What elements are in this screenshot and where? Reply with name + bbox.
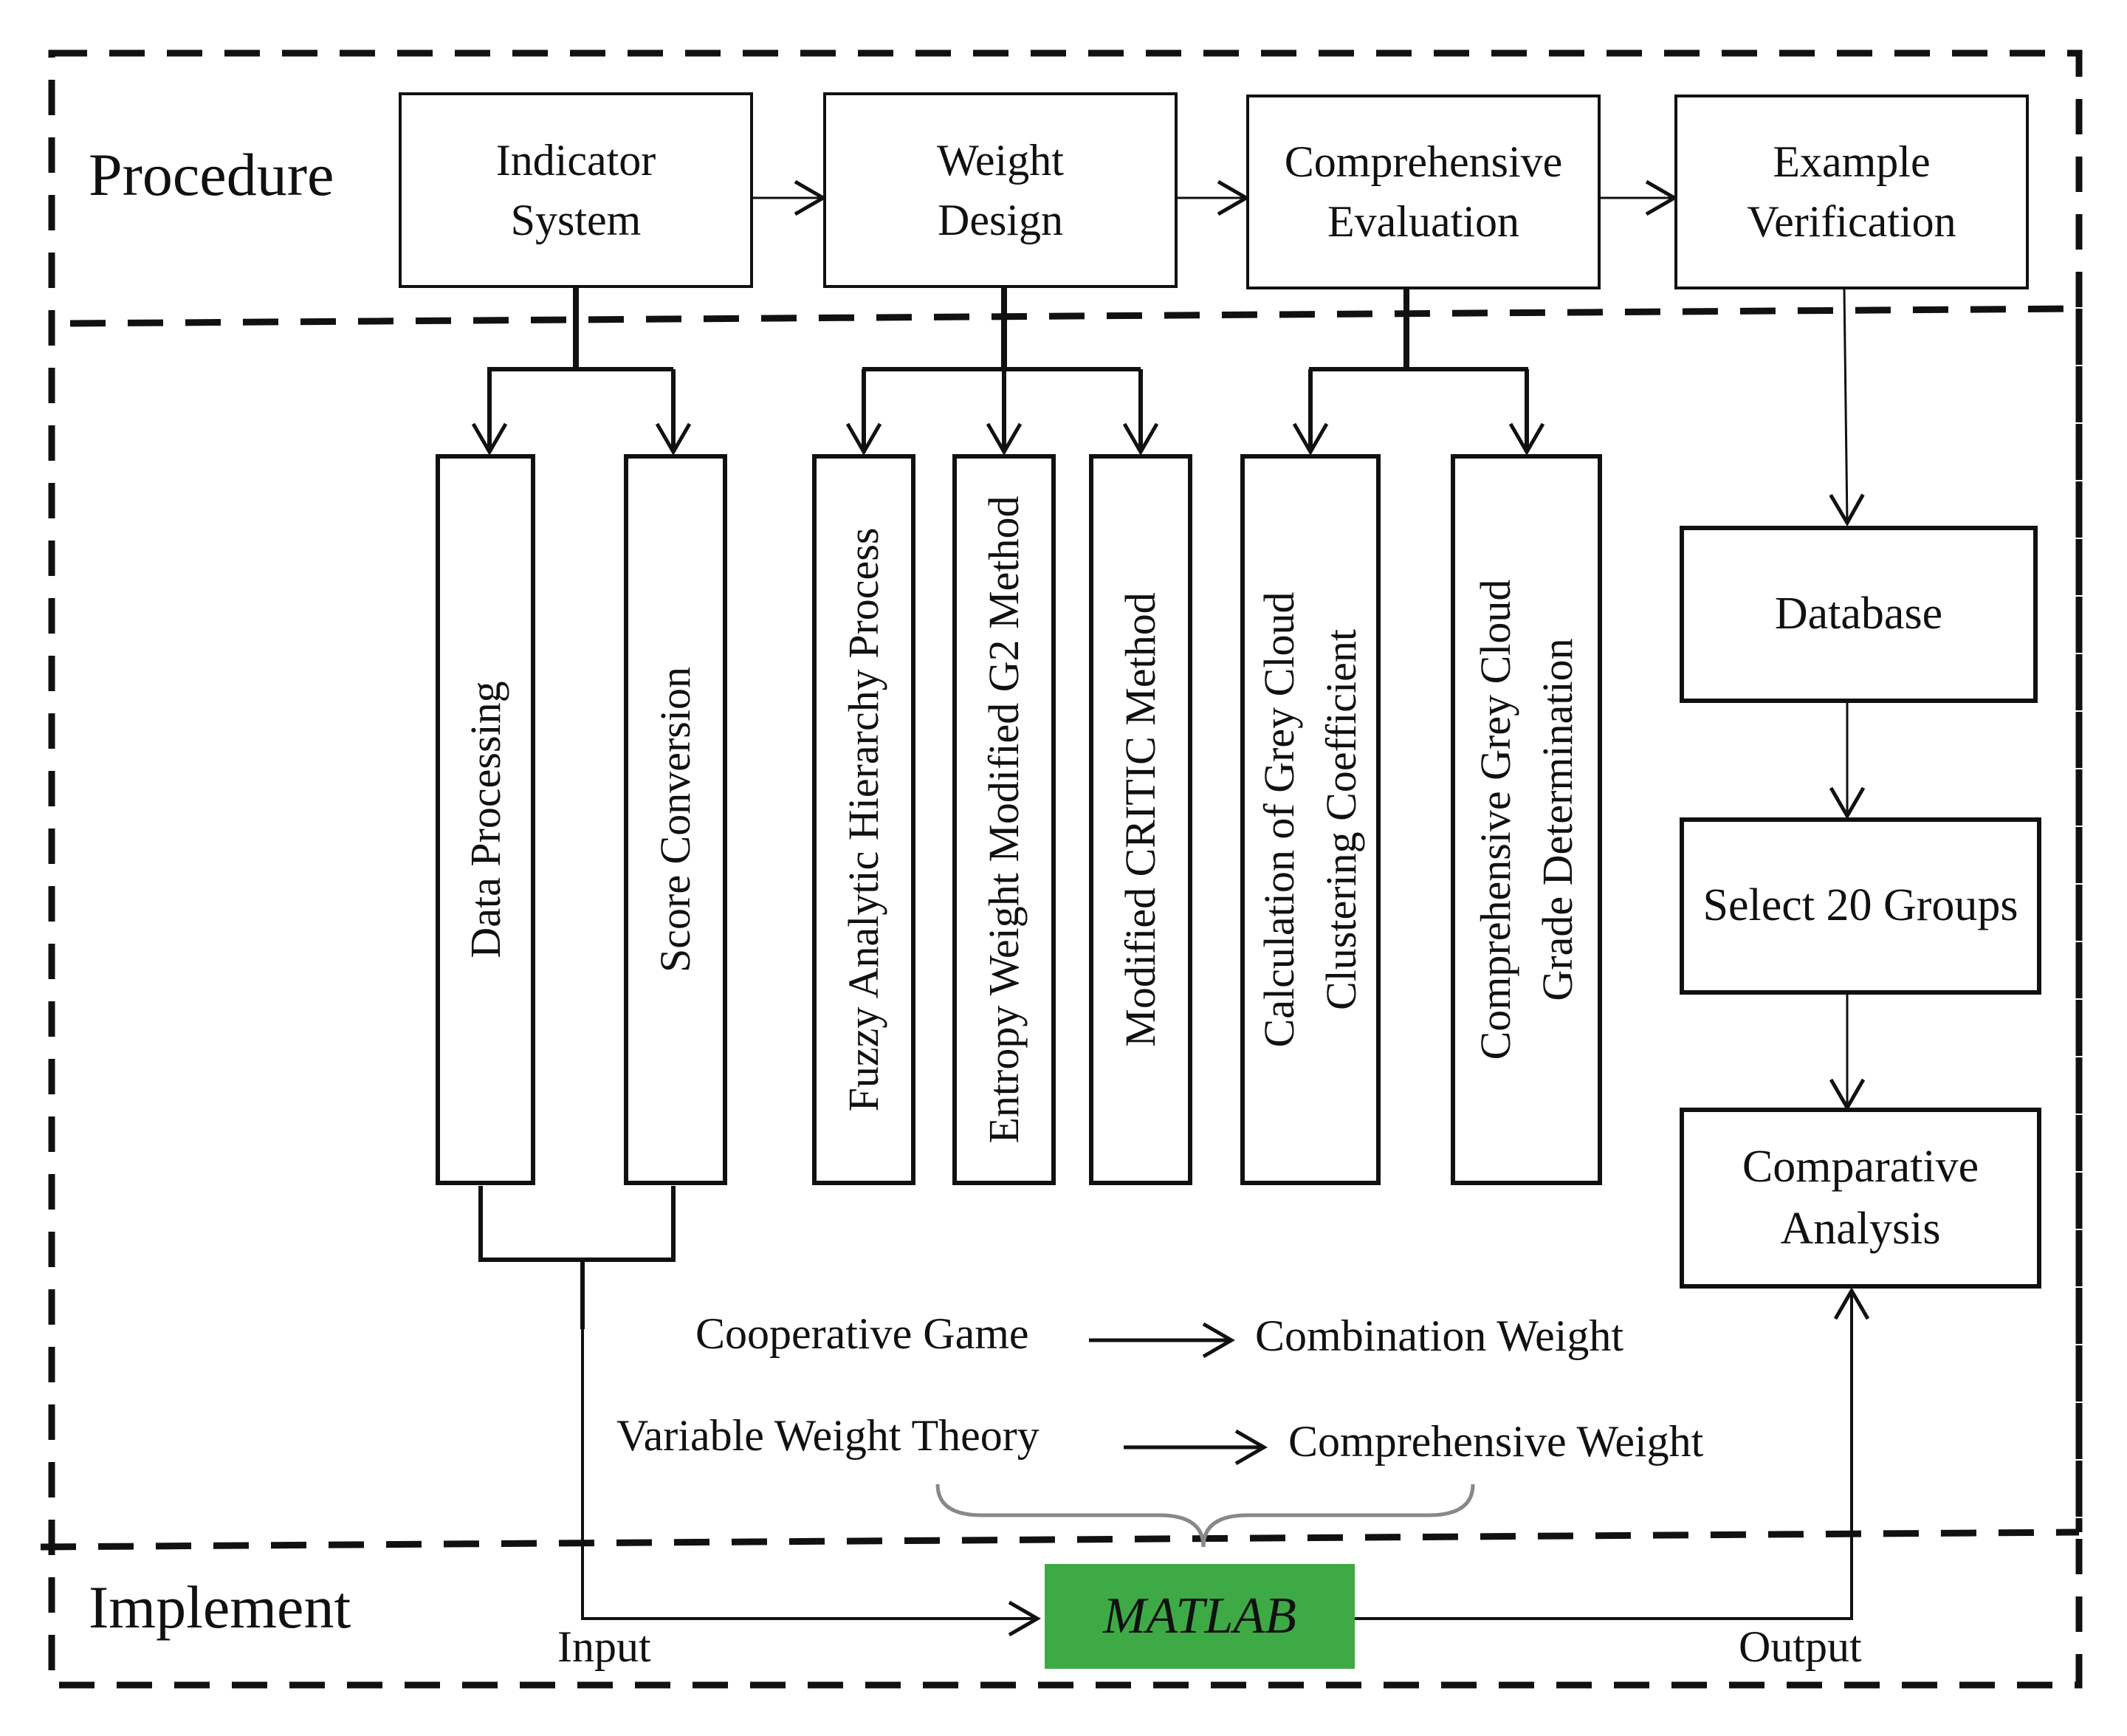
verification-label: Database	[1774, 589, 1943, 639]
input-arrow	[581, 1329, 1041, 1637]
box-comparative-analysis: Comparative Analysis	[1680, 1108, 2041, 1289]
procedure-separator	[69, 305, 2080, 327]
method-label: Modified CRITIC Method	[1116, 592, 1164, 1047]
implement-label: Implement	[89, 1574, 351, 1641]
method-entropy-g2: Entropy Weight Modified G2 Method	[952, 454, 1056, 1185]
cooperative-game-label: Cooperative Game	[695, 1309, 1029, 1358]
output-arrow	[1355, 1287, 1870, 1620]
step-label: Weight Design	[937, 135, 1064, 244]
method-label: Data Processing	[461, 681, 509, 958]
step-label: Example Verification	[1747, 137, 1956, 246]
step-example-verification: Example Verification	[1674, 95, 2029, 289]
arrow-to-database	[1829, 289, 1865, 526]
procedure-label: Procedure	[89, 141, 334, 208]
output-label: Output	[1739, 1622, 1862, 1671]
method-grey-cloud-grade: Comprehensive Grey Cloud Grade Determina…	[1451, 454, 1602, 1185]
method-grey-cloud-coefficient: Calculation of Grey Cloud Clustering Coe…	[1240, 454, 1381, 1185]
verification-label: Select 20 Groups	[1702, 880, 2018, 931]
method-label: Fuzzy Analytic Hierarchy Process	[839, 527, 887, 1112]
step-label: Indicator System	[495, 135, 656, 244]
merge-bracket	[478, 1186, 676, 1262]
box-database: Database	[1680, 526, 2038, 703]
verification-label: Comparative Analysis	[1742, 1141, 1979, 1254]
method-modified-critic: Modified CRITIC Method	[1089, 454, 1192, 1185]
comprehensive-weight-label: Comprehensive Weight	[1288, 1417, 1704, 1466]
curly-brace	[935, 1483, 1475, 1548]
implement-separator	[40, 1529, 2080, 1551]
method-data-processing: Data Processing	[436, 454, 535, 1185]
box-select-20-groups: Select 20 Groups	[1680, 817, 2041, 995]
step-weight-design: Weight Design	[823, 92, 1178, 288]
step-indicator-system: Indicator System	[399, 92, 753, 288]
matlab-label: MATLAB	[1103, 1588, 1296, 1644]
combination-weight-label: Combination Weight	[1255, 1311, 1624, 1360]
matlab-box: MATLAB	[1045, 1564, 1355, 1669]
method-label: Calculation of Grey Cloud Clustering Coe…	[1254, 591, 1365, 1048]
input-label: Input	[557, 1622, 651, 1671]
step-label: Comprehensive Evaluation	[1284, 137, 1563, 246]
method-label: Comprehensive Grey Cloud Grade Determina…	[1471, 579, 1581, 1060]
method-fuzzy-ahp: Fuzzy Analytic Hierarchy Process	[812, 454, 915, 1185]
method-label: Entropy Weight Modified G2 Method	[979, 495, 1028, 1144]
method-score-conversion: Score Conversion	[624, 454, 727, 1185]
method-label: Score Conversion	[650, 667, 699, 972]
variable-weight-theory-label: Variable Weight Theory	[616, 1411, 1040, 1460]
outer-dashed-frame	[48, 49, 2083, 1689]
step-comprehensive-evaluation: Comprehensive Evaluation	[1246, 95, 1601, 289]
